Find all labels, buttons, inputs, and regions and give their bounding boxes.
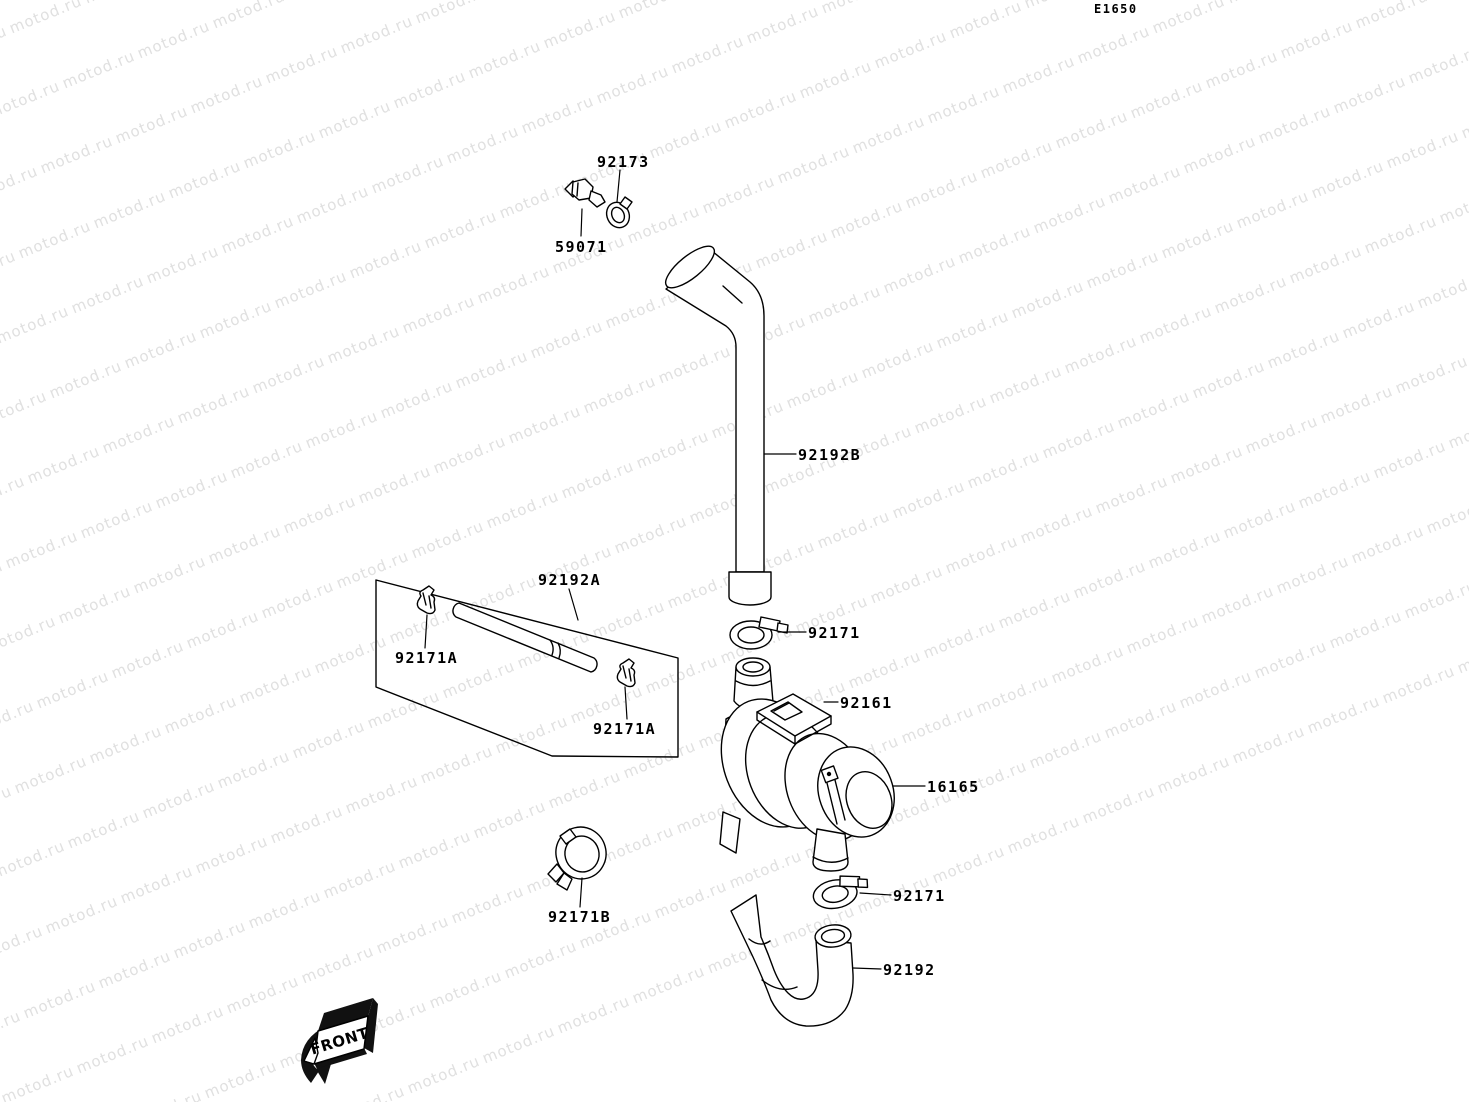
tube-joint-line [549,639,554,656]
leader-lines [424,169,926,970]
assembly-box-outline [375,579,679,758]
leader-92192 [852,967,882,970]
hose-92192 [730,894,854,1027]
pipe-joint-line [722,285,743,304]
hose-outline [730,894,854,1027]
part-label-92171-upper: 92171 [808,624,861,642]
front-arrowhead-face [303,1037,319,1065]
part-label-92171a-left: 92171A [395,649,459,667]
leader-92192a [568,588,579,621]
left-foot [719,811,741,854]
part-label-92171a-right: 92171A [593,720,657,738]
clamp-92173 [605,196,633,229]
valve-plate-92161 [756,693,832,745]
hose-joint-line [761,979,798,990]
pipe-92192b [664,245,772,606]
canister-16165-body [719,698,895,872]
outlet-tube [812,828,849,872]
clamp-92171b [547,826,607,891]
part-label-92192b: 92192B [798,446,862,464]
fitting-59071 [564,178,606,208]
pipe-sleeve [728,571,772,606]
leader-92171a-right [624,686,628,720]
clamp-92171a-right [616,658,636,688]
leader-92171b [579,877,583,908]
hose-joint-line [748,938,771,945]
part-label-92173: 92173 [597,153,650,171]
front-arrow: FRONT [301,998,378,1084]
part-label-92192a: 92192A [538,571,602,589]
part-label-92161: 92161 [840,694,893,712]
leader-59071 [580,208,583,237]
cap-bolt [820,765,846,825]
leader-92171a-left [424,614,428,649]
part-label-92192: 92192 [883,961,936,979]
part-label-92171b: 92171B [548,908,612,926]
tube-joint-line [557,642,561,659]
part-label-59071: 59071 [555,238,608,256]
outlet-ring [812,856,849,863]
clamp-92171a-left [416,585,436,615]
pipe-outline [665,250,765,573]
leader-92173 [616,169,621,203]
pipe-opening [664,245,716,289]
part-label-16165: 16165 [927,778,980,796]
clamp-92171-lower [812,875,869,910]
part-label-92171-lower: 92171 [893,887,946,905]
page-code: E1650 [1094,2,1138,16]
tube-outline [452,602,598,673]
clamp-92171-upper [729,616,789,650]
tube-92192a [452,602,598,673]
leader-92171-lower [859,892,892,896]
cap-dome [845,771,893,829]
